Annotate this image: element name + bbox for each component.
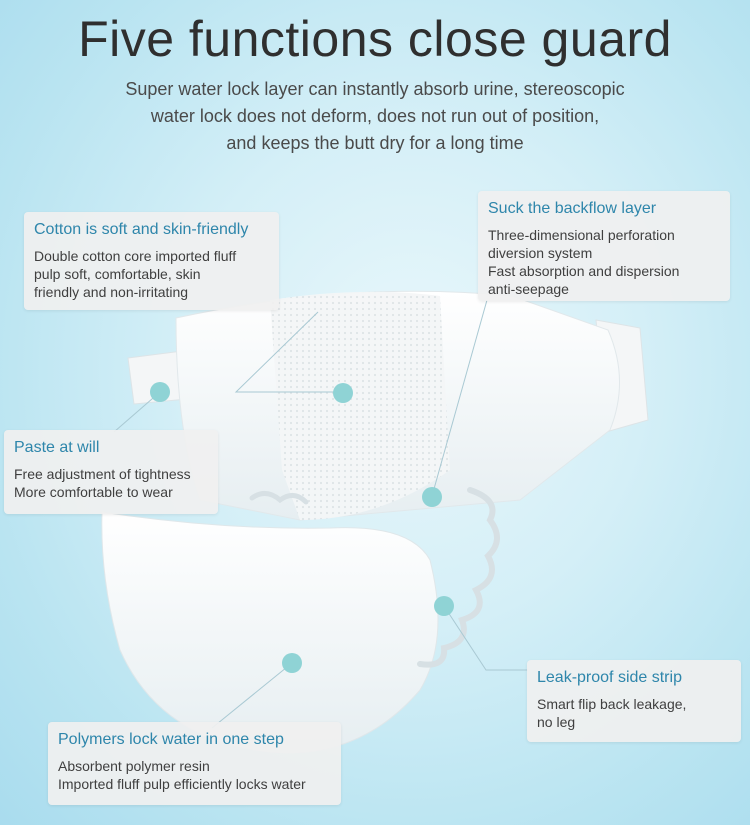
feature-card-leakproof: Leak-proof side strip Smart flip back le… xyxy=(527,660,741,742)
feature-text: Absorbent polymer resin xyxy=(58,758,210,774)
feature-text: friendly and non-irritating xyxy=(34,284,189,300)
feature-card-paste: Paste at will Free adjustment of tightne… xyxy=(4,430,218,514)
feature-text: pulp soft, comfortable, skin xyxy=(34,266,201,282)
page-title: Five functions close guard xyxy=(78,11,672,67)
feature-text: no leg xyxy=(537,714,576,730)
marker-dot-backflow xyxy=(422,487,442,507)
feature-heading: Cotton is soft and skin-friendly xyxy=(34,221,249,238)
feature-text: Imported fluff pulp efficiently locks wa… xyxy=(58,776,306,792)
subtitle-line-1: Super water lock layer can instantly abs… xyxy=(125,79,625,99)
leader-cotton xyxy=(234,311,342,393)
leader-paste xyxy=(113,391,161,433)
feature-heading: Leak-proof side strip xyxy=(537,669,682,686)
marker-dot-leakproof xyxy=(434,596,454,616)
feature-card-polymer: Polymers lock water in one step Absorben… xyxy=(48,722,341,805)
feature-text: anti-seepage xyxy=(488,281,569,297)
feature-text: Three-dimensional perforation xyxy=(488,227,675,243)
feature-heading: Paste at will xyxy=(14,439,100,456)
side-ruffle xyxy=(417,487,500,668)
subtitle-line-3: and keeps the butt dry for a long time xyxy=(226,133,524,153)
feature-card-cotton: Cotton is soft and skin-friendly Double … xyxy=(24,212,279,310)
page-subtitle: Super water lock layer can instantly abs… xyxy=(75,76,675,157)
leader-leakproof xyxy=(443,605,528,671)
feature-text: More comfortable to wear xyxy=(14,484,173,500)
feature-text: diversion system xyxy=(488,245,593,261)
feature-text: Free adjustment of tightness xyxy=(14,466,191,482)
feature-heading: Polymers lock water in one step xyxy=(58,731,284,748)
marker-dot-paste xyxy=(150,382,170,402)
absorbent-core xyxy=(270,291,450,520)
leader-polymer xyxy=(211,662,293,729)
marker-dot-cotton xyxy=(333,383,353,403)
feature-text: Double cotton core imported fluff xyxy=(34,248,237,264)
leader-backflow xyxy=(431,299,488,497)
feature-text: Fast absorption and dispersion xyxy=(488,263,680,279)
subtitle-line-2: water lock does not deform, does not run… xyxy=(150,106,600,126)
feature-text: Smart flip back leakage, xyxy=(537,696,687,712)
feature-heading: Suck the backflow layer xyxy=(488,200,657,217)
front-panel xyxy=(101,511,439,754)
marker-dot-polymer xyxy=(282,653,302,673)
feature-card-backflow: Suck the backflow layer Three-dimensiona… xyxy=(478,191,730,301)
